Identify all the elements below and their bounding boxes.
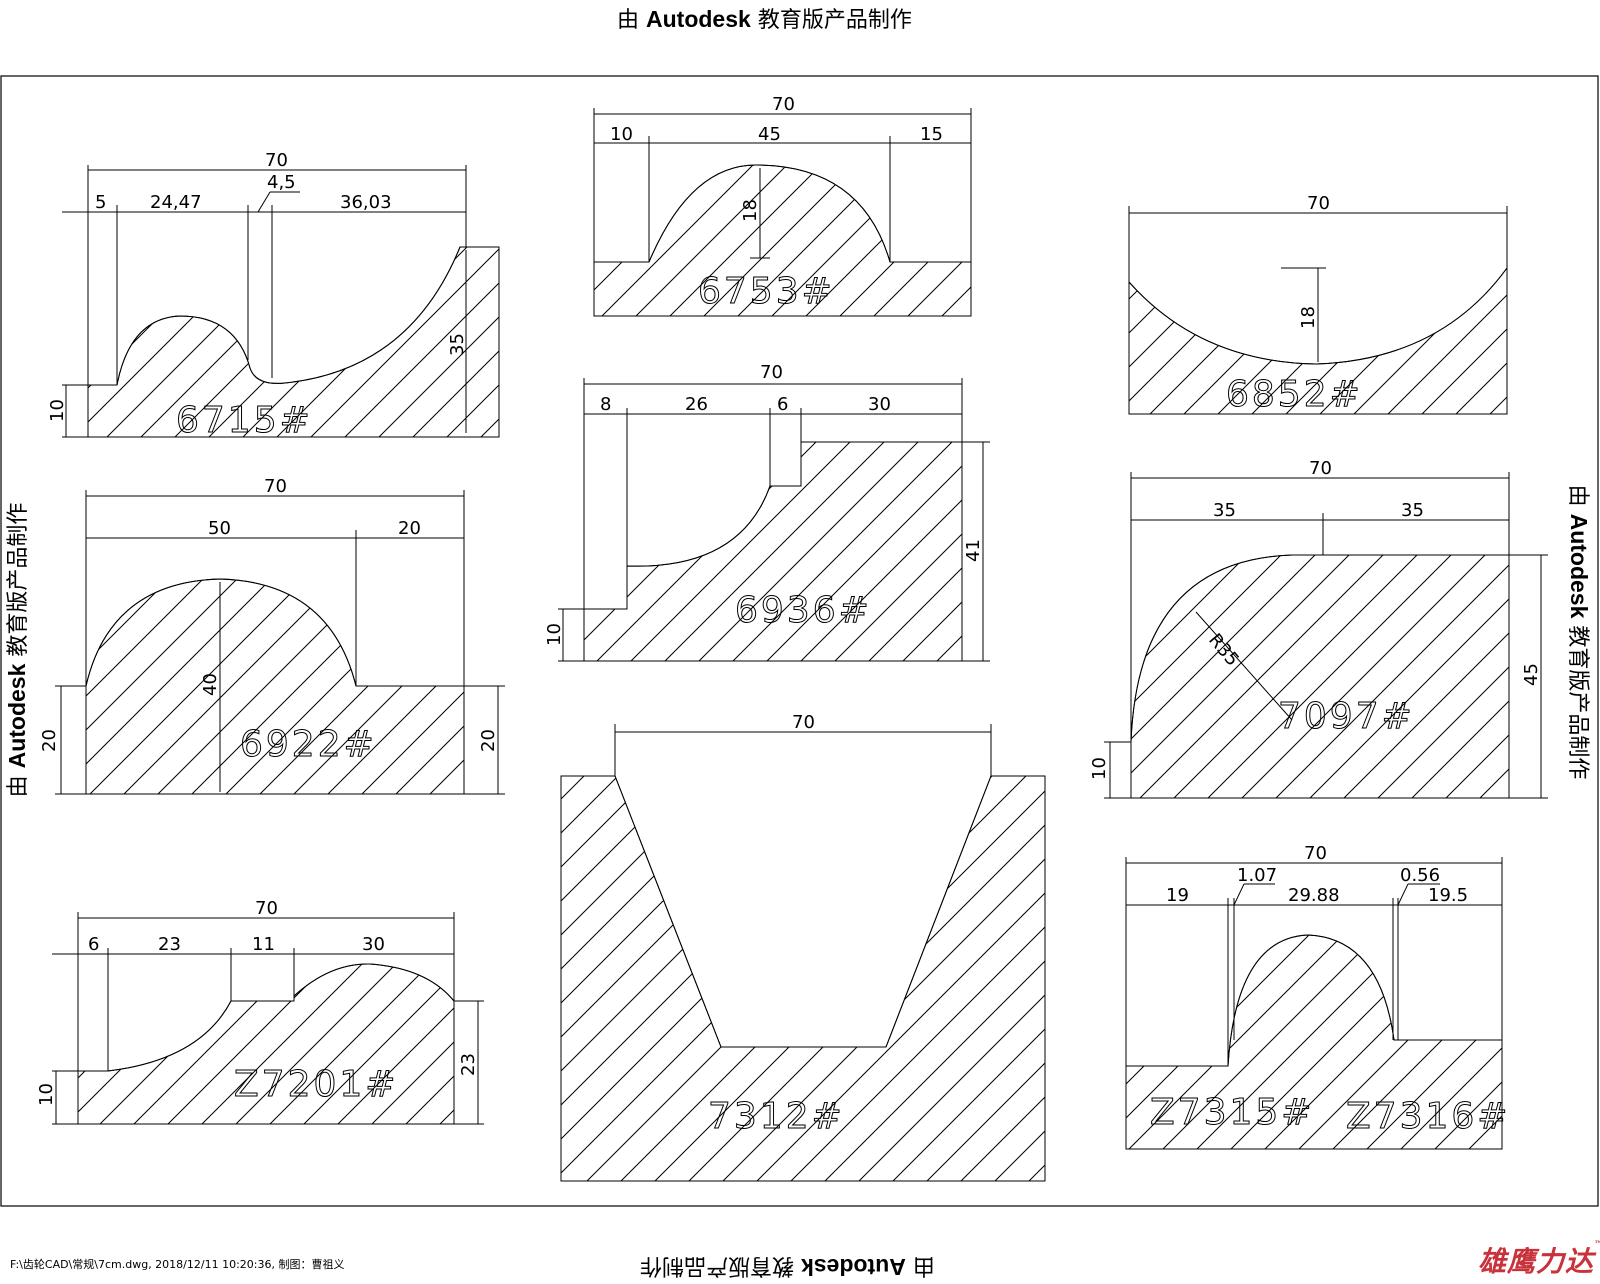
dim-6753-a: 10 [610, 124, 633, 145]
profile-6715 [62, 165, 500, 438]
profile-id-z7315: Z7315# [1150, 1092, 1314, 1133]
profile-id-6753: 6753# [698, 271, 835, 312]
profile-z7315 [1125, 857, 1503, 1150]
watermark-right: 由 Autodesk 教育版产品制作 [1565, 484, 1592, 780]
profile-id-6852: 6852# [1226, 374, 1363, 415]
profile-id-z7316: Z7316# [1346, 1096, 1510, 1137]
profile-id-z7201: Z7201# [234, 1064, 398, 1105]
dim-z7315-total: 70 [1304, 843, 1327, 864]
dim-6753-c: 15 [920, 124, 943, 145]
dim-6922-right: 20 [478, 729, 499, 752]
profile-6936 [558, 378, 990, 662]
dim-z7201-b: 23 [158, 934, 181, 955]
dim-7312-total: 70 [792, 712, 815, 733]
dim-6715-c: 4,5 [267, 172, 296, 193]
dim-6936-total: 70 [760, 362, 783, 383]
watermark-top: 由 Autodesk 教育版产品制作 [617, 6, 912, 33]
profile-6852 [1128, 206, 1508, 415]
dim-6753-total: 70 [772, 94, 795, 115]
dim-7097-h: 45 [1521, 663, 1542, 686]
dim-6715-a: 5 [95, 192, 106, 213]
dim-6715-d: 36,03 [340, 192, 392, 213]
watermark-left: 由 Autodesk 教育版产品制作 [4, 502, 31, 798]
dim-6852-h: 18 [1298, 306, 1319, 329]
dim-z7201-h: 23 [458, 1053, 479, 1076]
dim-z7201-d: 30 [362, 934, 385, 955]
profile-6753 [593, 108, 972, 317]
dim-6922-h: 40 [200, 673, 221, 696]
dim-z7315-c: 29.88 [1288, 885, 1340, 906]
dim-z7315-d: 0.56 [1400, 865, 1440, 886]
dim-6936-c: 6 [777, 394, 788, 415]
dim-7097-total: 70 [1309, 458, 1332, 479]
dim-6753-b: 45 [758, 124, 781, 145]
profile-id-7097: 7097# [1278, 696, 1415, 737]
dim-6922-left: 20 [39, 729, 60, 752]
dim-6715-base: 10 [47, 399, 68, 422]
dim-6715-h: 35 [447, 333, 468, 356]
dim-7097-b: 35 [1401, 500, 1424, 521]
sheet-border [0, 75, 1599, 1207]
dim-6922-total: 70 [264, 476, 287, 497]
company-logo: 雄鹰力达™ [1478, 1240, 1600, 1278]
dim-z7201-base: 10 [36, 1083, 57, 1106]
profile-id-6936: 6936# [735, 590, 872, 631]
dim-z7315-a: 19 [1166, 885, 1189, 906]
dim-z7201-total: 70 [255, 898, 278, 919]
profile-id-6922: 6922# [240, 724, 377, 765]
dim-6936-b: 26 [685, 394, 708, 415]
watermark-bottom: 由 Autodesk 教育版产品制作 [640, 1253, 935, 1280]
dim-6922-b: 20 [398, 518, 421, 539]
profile-7312 [560, 724, 1046, 1182]
dim-6936-h: 41 [963, 539, 984, 562]
profile-id-6715: 6715# [176, 400, 313, 441]
dim-z7315-b: 1.07 [1237, 865, 1277, 886]
dim-6936-d: 30 [868, 394, 891, 415]
dim-z7201-c: 11 [252, 934, 275, 955]
dim-6852-total: 70 [1307, 193, 1330, 214]
profile-6922 [55, 490, 505, 795]
dim-6715-total: 70 [265, 150, 288, 171]
profile-id-7312: 7312# [708, 1096, 845, 1137]
dim-6936-a: 8 [600, 394, 611, 415]
profile-7097 [1104, 472, 1548, 799]
dim-6936-base: 10 [544, 623, 565, 646]
profile-z7201 [52, 912, 484, 1125]
dim-7097-base: 10 [1089, 757, 1110, 780]
file-path-footer: F:\齿轮CAD\常规\7cm.dwg, 2018/12/11 10:20:36… [10, 1258, 345, 1271]
dim-z7315-e: 19.5 [1428, 885, 1468, 906]
dim-z7201-a: 6 [88, 934, 99, 955]
dim-6753-h: 18 [740, 199, 761, 222]
dim-6922-a: 50 [208, 518, 231, 539]
dim-7097-a: 35 [1213, 500, 1236, 521]
dim-6715-b: 24,47 [150, 192, 202, 213]
